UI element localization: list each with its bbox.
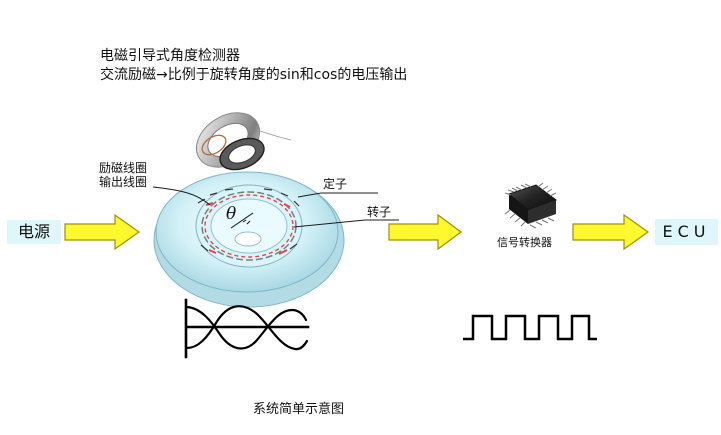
sine-cosine-waveform-icon: [184, 298, 310, 359]
square-wave-icon: [463, 314, 597, 341]
waveform-cosine: [185, 305, 309, 351]
sensor-to-converter-arrow: [388, 213, 463, 251]
signal-converter-label: 信号转换器: [497, 236, 552, 249]
stator-label: 定子: [323, 177, 348, 191]
waveform-axis: [184, 298, 310, 359]
excitation-leader-line: [152, 186, 211, 206]
rotor-pointer-line: [293, 219, 366, 228]
waveform-sine: [185, 305, 308, 350]
diagram-caption: 系统简单示意图: [253, 402, 345, 417]
angle-symbol: θ: [226, 204, 236, 224]
diagram-heading: 电磁引导式角度检测器 交流励磁→比例于旋转角度的sin和cos的电压输出: [100, 47, 407, 85]
resolver-disk-icon: θ: [153, 171, 345, 308]
square-wave-signal: [463, 314, 597, 341]
power-to-sensor-arrow: [64, 213, 141, 251]
output-description: 交流励磁→比例于旋转角度的sin和cos的电压输出: [100, 67, 408, 83]
power-source-box: 电源: [7, 220, 61, 244]
signal-chip-icon: [504, 182, 558, 229]
output-coil-label: 输出线圈: [99, 175, 148, 189]
excitation-coil-label: 励磁线圈: [99, 161, 148, 175]
converter-to-ecu-arrow: [572, 213, 650, 251]
rotor-label: 转子: [367, 205, 392, 219]
detector-title: 电磁引导式角度检测器: [100, 48, 240, 64]
label-leader-lines: [152, 186, 399, 228]
stator-pointer-line: [297, 192, 322, 198]
flow-arrows: [64, 213, 650, 251]
bearing-ring-icon: [195, 112, 292, 171]
ecu-box: ECU: [655, 219, 718, 245]
